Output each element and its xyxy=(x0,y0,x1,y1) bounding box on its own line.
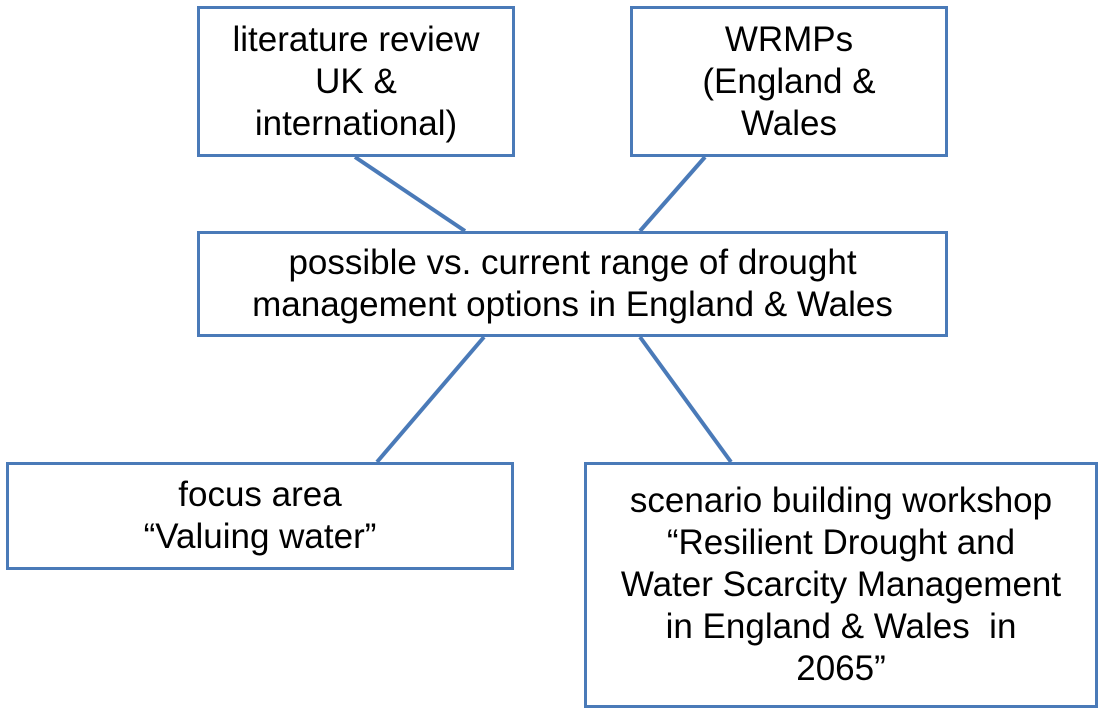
wrmps-line-1: WRMPs xyxy=(724,19,854,59)
central-topic-line-1: possible vs. current range of drought xyxy=(288,243,857,282)
focus-area-line-1: focus area xyxy=(178,475,342,514)
literature-review-line-2: UK & xyxy=(315,61,397,101)
connector-wrmps-to-center xyxy=(638,155,707,233)
scenario-workshop-line-4: in England & Wales in xyxy=(665,607,1017,646)
scenario-workshop-line-5: 2065” xyxy=(796,649,886,688)
focus-area-box: focus area “Valuing water” xyxy=(6,462,514,570)
connector-center-to-focus xyxy=(375,335,486,464)
connector-literature-to-center xyxy=(353,155,467,233)
scenario-workshop-line-3: Water Scarcity Management xyxy=(620,565,1062,604)
wrmps-box: WRMPs (England & Wales xyxy=(630,6,948,157)
scenario-workshop-line-1: scenario building workshop xyxy=(629,481,1053,520)
literature-review-line-1: literature review xyxy=(232,19,480,59)
focus-area-line-2: “Valuing water” xyxy=(143,517,377,556)
central-topic-box: possible vs. current range of drought ma… xyxy=(197,231,948,337)
central-topic-line-2: management options in England & Wales xyxy=(252,285,893,324)
wrmps-line-2: (England & xyxy=(702,61,876,101)
literature-review-line-3: international) xyxy=(254,103,458,143)
connector-center-to-scenario xyxy=(638,335,733,464)
scenario-workshop-box: scenario building workshop “Resilient Dr… xyxy=(584,462,1098,708)
literature-review-box: literature review UK & international) xyxy=(197,6,515,157)
wrmps-line-3: Wales xyxy=(741,103,837,143)
scenario-workshop-line-2: “Resilient Drought and xyxy=(666,523,1016,562)
